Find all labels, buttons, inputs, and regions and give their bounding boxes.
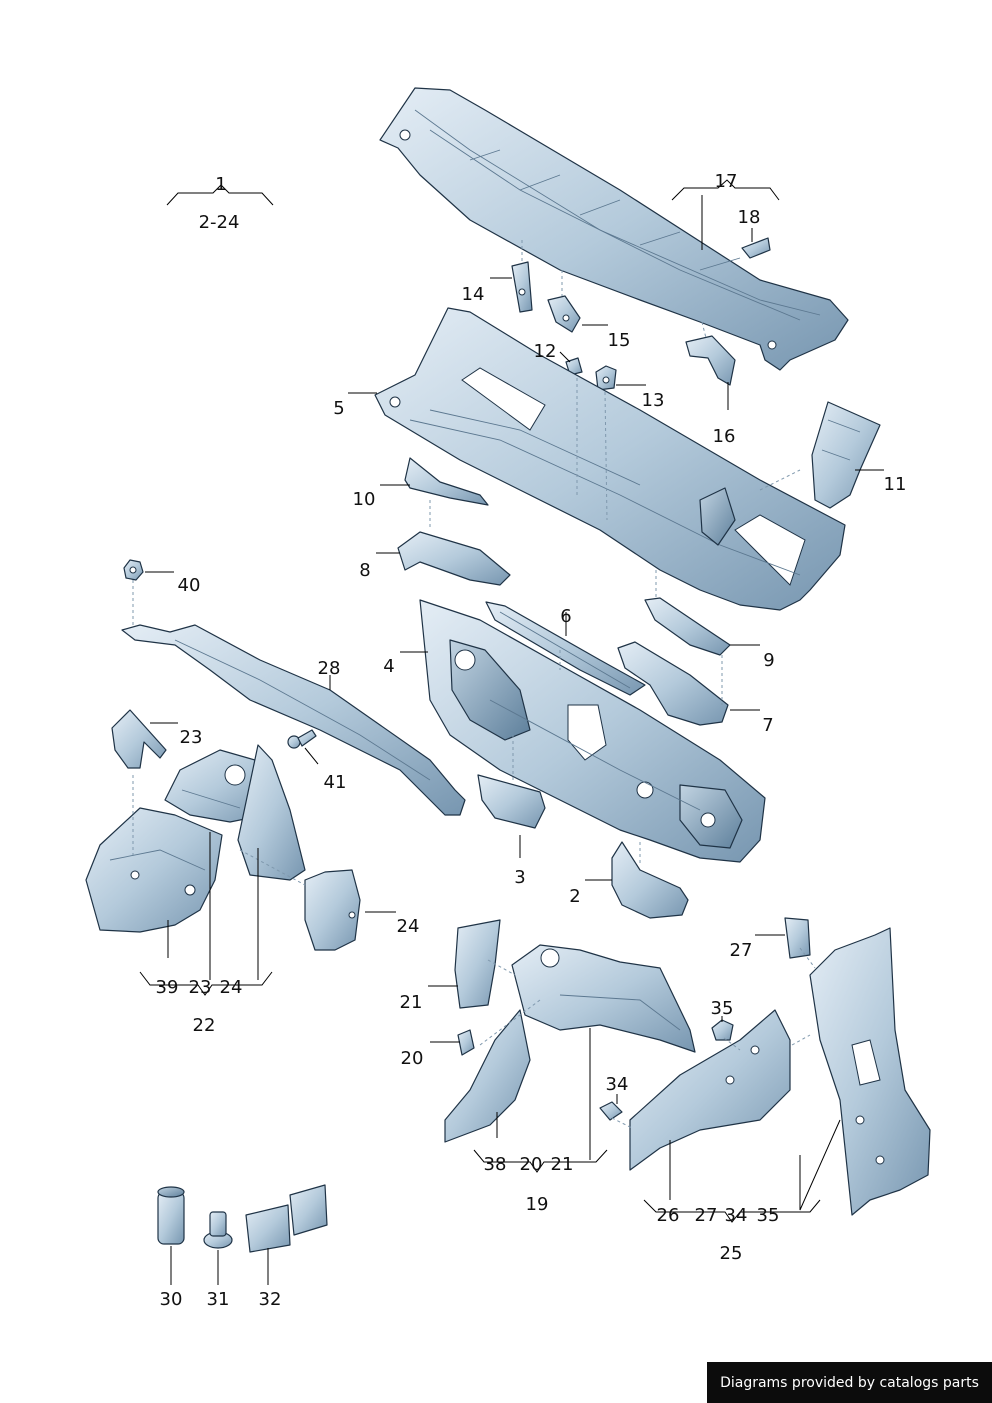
label-16: 16 bbox=[713, 426, 736, 447]
label-group19-20: 20 bbox=[520, 1154, 543, 1175]
part-5-plenum-panel bbox=[374, 307, 846, 611]
label-30: 30 bbox=[160, 1289, 183, 1310]
part-32-pads bbox=[245, 1184, 328, 1253]
label-4: 4 bbox=[383, 656, 394, 677]
part-11-bracket bbox=[811, 401, 881, 509]
part-8-support bbox=[397, 531, 511, 586]
label-group25-26: 26 bbox=[657, 1205, 680, 1226]
part-7-support bbox=[617, 641, 729, 726]
label-7: 7 bbox=[762, 715, 773, 736]
label-14: 14 bbox=[462, 284, 485, 305]
part-23-bracket bbox=[111, 709, 167, 769]
label-5: 5 bbox=[333, 398, 344, 419]
label-34: 34 bbox=[606, 1074, 629, 1095]
label-2-24: 2-24 bbox=[199, 212, 240, 233]
label-group22-23: 23 bbox=[189, 977, 212, 998]
label-20: 20 bbox=[401, 1048, 424, 1069]
label-3: 3 bbox=[514, 867, 525, 888]
label-22: 22 bbox=[193, 1015, 216, 1036]
label-40: 40 bbox=[178, 575, 201, 596]
part-34-nut bbox=[599, 1101, 623, 1121]
label-24: 24 bbox=[397, 916, 420, 937]
label-41: 41 bbox=[324, 772, 347, 793]
part-9-support bbox=[644, 597, 731, 656]
label-group25-27: 27 bbox=[695, 1205, 718, 1226]
label-8: 8 bbox=[359, 560, 370, 581]
label-12: 12 bbox=[534, 341, 557, 362]
label-13: 13 bbox=[642, 390, 665, 411]
label-23: 23 bbox=[180, 727, 203, 748]
label-6: 6 bbox=[560, 606, 571, 627]
part-3-panel bbox=[477, 774, 546, 829]
label-1: 1 bbox=[215, 174, 226, 195]
label-11: 11 bbox=[884, 474, 907, 495]
assembly-guide-lines bbox=[132, 240, 816, 1129]
label-18: 18 bbox=[738, 207, 761, 228]
part-26-pillar-inner bbox=[629, 1009, 791, 1171]
label-21: 21 bbox=[400, 992, 423, 1013]
label-group19-38: 38 bbox=[484, 1154, 507, 1175]
part-21-reinforcement bbox=[454, 919, 501, 1009]
part-38-reinforcement bbox=[444, 1009, 531, 1143]
part-31-grommet bbox=[203, 1211, 233, 1249]
label-25: 25 bbox=[720, 1243, 743, 1264]
accessory-leaders bbox=[170, 1246, 269, 1285]
label-32: 32 bbox=[259, 1289, 282, 1310]
part-14-bracket bbox=[511, 261, 533, 313]
label-31: 31 bbox=[207, 1289, 230, 1310]
part-24-reinforcement-left bbox=[304, 869, 361, 951]
part-15-bracket bbox=[547, 295, 581, 333]
label-27: 27 bbox=[730, 940, 753, 961]
part-27-clip bbox=[784, 917, 811, 959]
part-18-clip bbox=[741, 237, 771, 259]
label-10: 10 bbox=[353, 489, 376, 510]
label-9: 9 bbox=[763, 650, 774, 671]
label-group25-34: 34 bbox=[725, 1205, 748, 1226]
callout-labels: 1 2-24 17 18 14 15 12 13 16 5 11 10 8 40… bbox=[156, 171, 907, 1310]
label-group22-24: 24 bbox=[220, 977, 243, 998]
label-19: 19 bbox=[526, 1194, 549, 1215]
label-group25-35: 35 bbox=[757, 1205, 780, 1226]
part-4-bulkhead bbox=[419, 599, 766, 863]
part-10-bracket bbox=[404, 457, 489, 506]
label-15: 15 bbox=[608, 330, 631, 351]
part-17-plenum-cover bbox=[379, 87, 849, 371]
part-strut-tower-right bbox=[511, 944, 696, 1053]
part-28-longitudinal-member bbox=[121, 624, 466, 816]
part-2-bracket bbox=[611, 841, 689, 919]
leader-lines bbox=[139, 179, 884, 1223]
credit-banner: Diagrams provided by catalogs parts bbox=[707, 1362, 992, 1403]
part-30-plug bbox=[157, 1186, 185, 1245]
part-35-bush bbox=[711, 1019, 734, 1041]
label-2: 2 bbox=[569, 886, 580, 907]
part-39-wheelhouse-left bbox=[85, 807, 223, 933]
label-group22-39: 39 bbox=[156, 977, 179, 998]
label-17: 17 bbox=[715, 171, 738, 192]
label-28: 28 bbox=[318, 658, 341, 679]
part-41-screw bbox=[287, 729, 317, 749]
part-24-reinforcement-left-upper bbox=[237, 744, 306, 881]
part-25-pillar bbox=[809, 927, 931, 1216]
label-35: 35 bbox=[711, 998, 734, 1019]
label-group19-21: 21 bbox=[551, 1154, 574, 1175]
part-6-crossmember bbox=[485, 601, 646, 696]
part-20-clip bbox=[457, 1029, 475, 1056]
part-16-bracket bbox=[685, 335, 736, 386]
